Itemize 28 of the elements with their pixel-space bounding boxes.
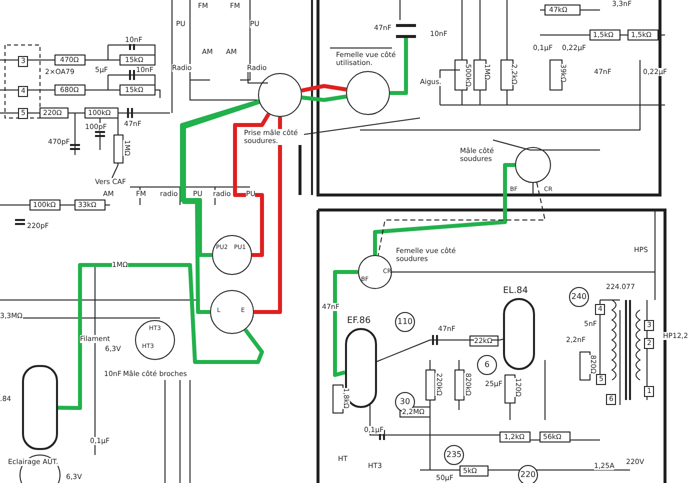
socket-circle (258, 73, 302, 117)
socket-circle (358, 255, 392, 289)
component-label: EL.84 (503, 287, 528, 295)
wire (390, 38, 408, 95)
wire (333, 270, 358, 377)
socket-circle (346, 71, 390, 115)
wire (373, 163, 515, 255)
tube-symbol (503, 298, 535, 370)
wire (376, 338, 504, 362)
voltage-callout: 220 (518, 465, 538, 483)
socket-circle (212, 235, 252, 275)
voltage-callout: 235 (444, 445, 464, 465)
tube-symbol (22, 365, 58, 450)
wire (302, 94, 347, 102)
wire (254, 117, 282, 314)
wire (182, 100, 260, 314)
wire (378, 182, 546, 256)
socket-circle (210, 290, 254, 334)
voltage-callout: 110 (395, 312, 415, 332)
wire (301, 84, 347, 93)
wire (58, 263, 264, 410)
wire (233, 112, 270, 257)
voltage-callout: 6 (477, 355, 497, 375)
capacitor-symbol (396, 24, 416, 38)
voltage-callout: 240 (569, 287, 589, 307)
socket-circle (135, 320, 175, 360)
component-label: EF.86 (347, 317, 371, 325)
wire (180, 99, 260, 257)
